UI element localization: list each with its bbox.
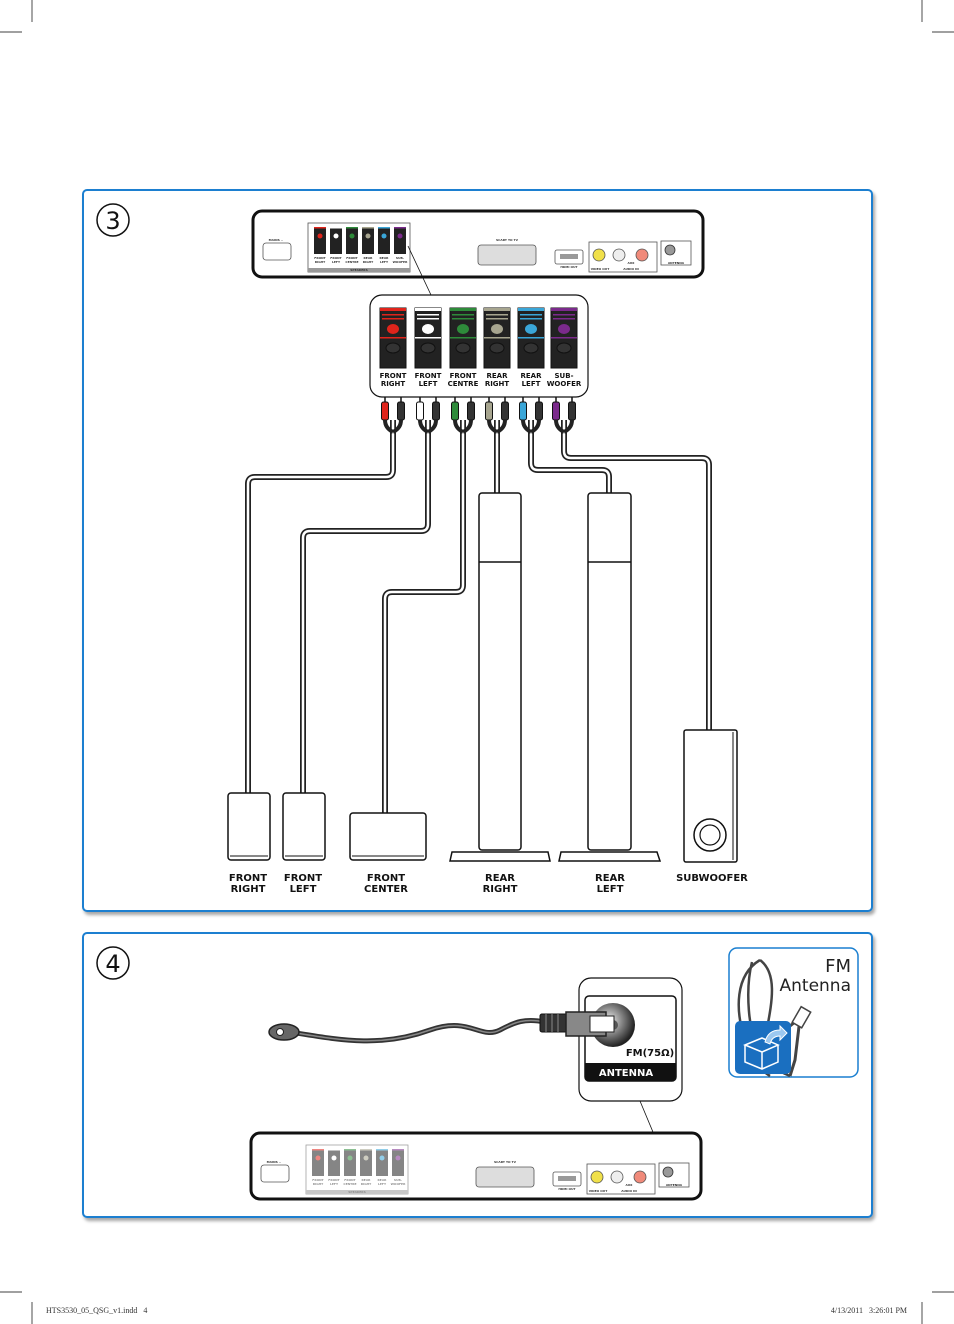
svg-text:FRONT: FRONT bbox=[330, 256, 342, 260]
subwoofer bbox=[683, 729, 738, 863]
connector-label: RIGHT bbox=[485, 380, 510, 388]
step-number-badge bbox=[96, 203, 130, 237]
fm-socket-label: FM(75Ω) bbox=[626, 1048, 674, 1059]
svg-text:SUB-: SUB- bbox=[396, 256, 405, 260]
cable-plug bbox=[530, 397, 543, 434]
step-4-panel: 4 FM(75Ω) ANTENNA bbox=[82, 932, 873, 1218]
mini-speaker-connector: SUB-WOOFER bbox=[393, 227, 409, 264]
rear-right-speaker bbox=[449, 492, 551, 862]
front-right-label: FRONT bbox=[229, 873, 267, 884]
cable-plug bbox=[416, 397, 429, 434]
svg-text:LEFT: LEFT bbox=[380, 260, 389, 264]
connector-label: WOOFER bbox=[547, 380, 582, 388]
cable-plug bbox=[563, 397, 576, 434]
footer-filename: HTS3530_05_QSG_v1.indd 4 bbox=[46, 1306, 147, 1315]
mains-label: MAINS ~ bbox=[269, 238, 284, 242]
connector-label: LEFT bbox=[522, 380, 541, 388]
audio-label: AUDIO IN bbox=[623, 267, 639, 271]
front-left-label: FRONT bbox=[284, 873, 322, 884]
cable-plug bbox=[462, 397, 475, 434]
device-rear-panel: MAINS ~ SPEAKERS FRONTRIGHTFRONTLEFTFRON… bbox=[251, 209, 705, 279]
step-number: 4 bbox=[105, 950, 120, 978]
connector-label: LEFT bbox=[419, 380, 438, 388]
connector-label: REAR bbox=[487, 372, 509, 380]
rear-right-label: RIGHT bbox=[483, 884, 518, 895]
callout-line bbox=[407, 245, 432, 296]
front-right-label: RIGHT bbox=[231, 884, 266, 895]
svg-text:FRONT: FRONT bbox=[314, 256, 326, 260]
svg-text:CENTRE: CENTRE bbox=[345, 260, 358, 264]
front-right-speaker bbox=[227, 792, 271, 861]
step-number: 3 bbox=[105, 207, 120, 235]
svg-text:RIGHT: RIGHT bbox=[315, 260, 326, 264]
front-left-speaker bbox=[282, 792, 326, 861]
antenna-socket-callout: FM(75Ω) ANTENNA bbox=[565, 977, 683, 1102]
connector-label: CENTRE bbox=[448, 380, 479, 388]
scart-port bbox=[477, 244, 537, 266]
connector-label: FRONT bbox=[380, 372, 407, 380]
step-3-panel: 3 MAINS ~ SPEAKERS FRONTRIGHTFRONTLEFTFR… bbox=[82, 189, 873, 912]
scart-label: SCART TO TV bbox=[496, 238, 519, 242]
svg-text:RIGHT: RIGHT bbox=[363, 260, 374, 264]
connector-label: REAR bbox=[521, 372, 543, 380]
audio-right-jack bbox=[635, 248, 649, 262]
cable-plug bbox=[552, 397, 565, 434]
front-center-speaker bbox=[349, 812, 427, 861]
svg-text:REAR: REAR bbox=[380, 256, 390, 260]
fm-title: FM bbox=[825, 956, 851, 977]
connector-label: SUB- bbox=[555, 372, 574, 380]
speakers-label: SPEAKERS bbox=[350, 268, 368, 272]
antenna-title: Antenna bbox=[780, 976, 852, 996]
front-left-label: LEFT bbox=[290, 884, 317, 895]
cable-plug bbox=[451, 397, 464, 434]
svg-text:WOOFER: WOOFER bbox=[393, 260, 409, 264]
hdmi-label: HDMI OUT bbox=[560, 265, 578, 269]
cable-plug bbox=[496, 397, 509, 434]
subwoofer-label: SUBWOOFER bbox=[676, 873, 748, 884]
cable-plug bbox=[427, 397, 440, 434]
connector-label: FRONT bbox=[450, 372, 477, 380]
cable-plug bbox=[392, 397, 405, 434]
aux-label: AUX bbox=[628, 261, 636, 265]
antenna-label: ANTENNA bbox=[668, 261, 685, 265]
front-center-label: CENTER bbox=[364, 884, 408, 895]
antenna-bar-label: ANTENNA bbox=[599, 1068, 653, 1079]
video-label: VIDEO OUT bbox=[591, 267, 611, 271]
cable-plug bbox=[381, 397, 394, 434]
svg-text:LEFT: LEFT bbox=[332, 260, 341, 264]
mains-socket bbox=[262, 242, 292, 261]
connector-label: FRONT bbox=[415, 372, 442, 380]
cable-plug bbox=[519, 397, 532, 434]
svg-text:FRONT: FRONT bbox=[346, 256, 358, 260]
device-rear-panel bbox=[249, 1131, 703, 1201]
video-out-jack bbox=[592, 248, 606, 262]
speaker-connector: SUB-WOOFER bbox=[547, 307, 582, 388]
audio-left-jack bbox=[612, 248, 626, 262]
rear-left-label: LEFT bbox=[597, 884, 624, 895]
speaker-cables bbox=[245, 420, 712, 813]
front-center-label: FRONT bbox=[367, 873, 405, 884]
cable-plug bbox=[485, 397, 498, 434]
connector-label: RIGHT bbox=[381, 380, 406, 388]
fm-antenna-supplied-box: FM Antenna bbox=[728, 947, 859, 1078]
step-number-badge bbox=[96, 946, 130, 980]
fm-antenna-jack bbox=[664, 244, 676, 256]
rear-left-label: REAR bbox=[595, 873, 625, 884]
rear-right-label: REAR bbox=[485, 873, 515, 884]
svg-text:REAR: REAR bbox=[364, 256, 374, 260]
footer-timestamp: 4/13/2011 3:26:01 PM bbox=[831, 1306, 907, 1315]
rear-left-speaker bbox=[558, 492, 662, 862]
